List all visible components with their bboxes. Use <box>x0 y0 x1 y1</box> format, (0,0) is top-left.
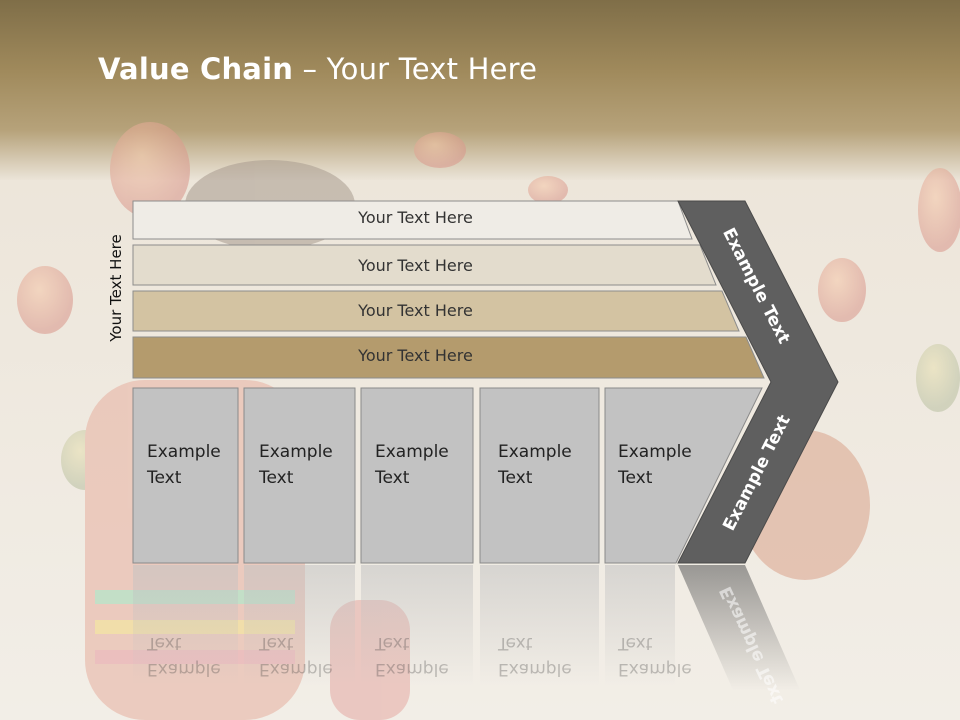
cell-label-2: Example Text <box>259 442 333 488</box>
cell-4 <box>479 387 600 564</box>
cell-label-1: Example Text <box>147 442 221 488</box>
vertical-label: Your Text Here <box>107 234 125 342</box>
title-rest: – Your Text Here <box>293 52 538 86</box>
cell-reflection-2: Example Text <box>259 633 333 679</box>
band-label-1: Your Text Here <box>358 208 473 227</box>
band-label-4: Your Text Here <box>358 346 473 365</box>
band-3 <box>132 290 740 332</box>
band-label-3: Your Text Here <box>358 301 473 320</box>
cell-reflection-3: Example Text <box>375 633 449 679</box>
cell-label-3: Example Text <box>375 442 449 488</box>
cell-1 <box>132 387 239 564</box>
cell-reflection-5: Example Text <box>618 633 692 679</box>
band-4 <box>132 336 765 379</box>
band-label-2: Your Text Here <box>358 256 473 275</box>
band-2 <box>132 244 717 286</box>
slide-title: Value Chain – Your Text Here <box>98 52 537 86</box>
cell-3 <box>360 387 474 564</box>
cell-label-5: Example Text <box>618 442 692 488</box>
cell-5 <box>604 387 763 564</box>
cell-reflection-1: Example Text <box>147 633 221 679</box>
cell-label-4: Example Text <box>498 442 572 488</box>
band-1 <box>132 200 693 240</box>
cell-2 <box>243 387 356 564</box>
chevron <box>677 200 839 564</box>
cell-reflection-4: Example Text <box>498 633 572 679</box>
title-bold: Value Chain <box>98 52 294 86</box>
